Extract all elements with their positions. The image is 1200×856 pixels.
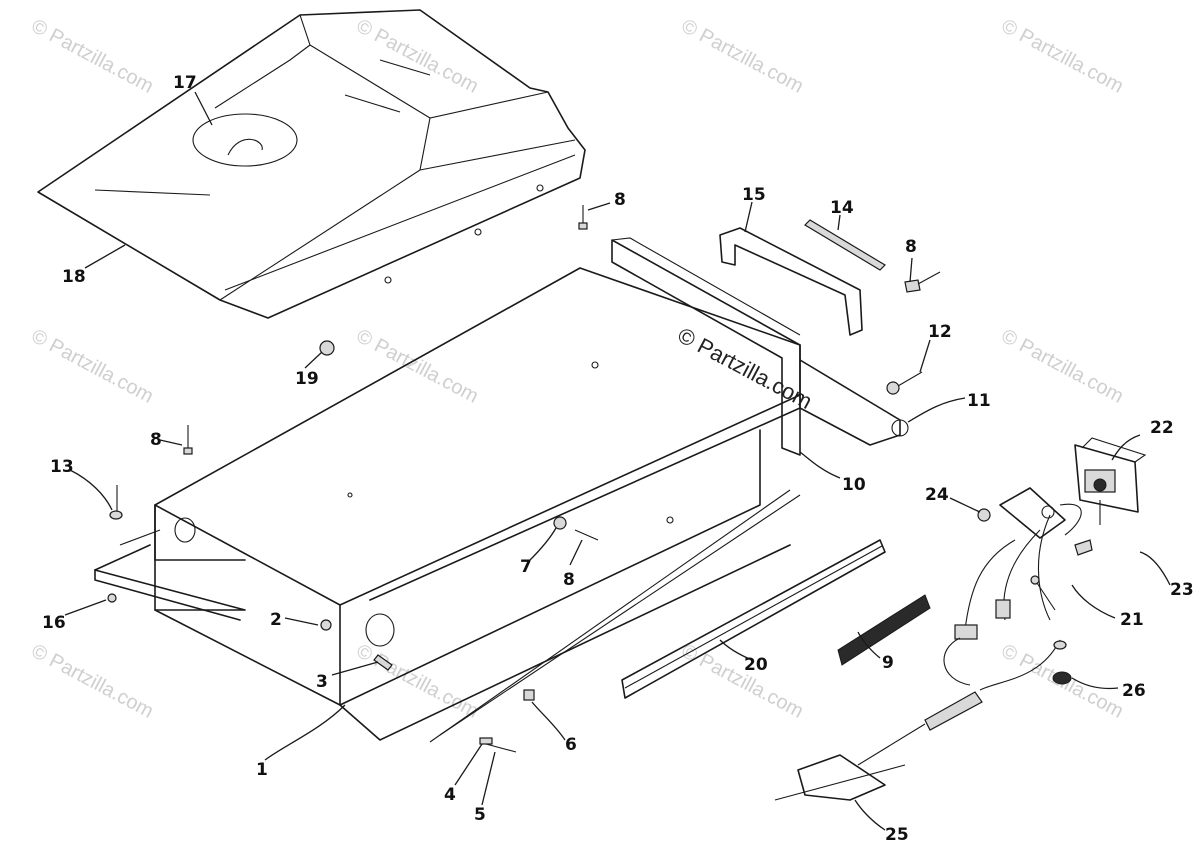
callout-4: 4 (444, 785, 456, 805)
watermark: © Partzilla.com (353, 640, 482, 723)
part-chassis (94, 267, 801, 743)
callout-20: 20 (744, 655, 768, 675)
callout-16: 16 (42, 613, 66, 633)
watermark: © Partzilla.com (28, 15, 157, 98)
watermark: © Partzilla.com (353, 15, 482, 98)
watermark: © Partzilla.com (998, 325, 1127, 408)
callout-8: 8 (614, 190, 626, 210)
callout-1: 1 (256, 760, 268, 780)
callout-5: 5 (474, 805, 486, 825)
callout-25: 25 (885, 825, 909, 845)
part-tail-light (857, 437, 1147, 766)
part-14 (804, 219, 886, 271)
callout-8: 8 (563, 570, 575, 590)
callout-2: 2 (270, 610, 282, 630)
watermark: © Partzilla.com (678, 15, 807, 98)
part-19 (319, 340, 335, 356)
part-20 (621, 539, 886, 699)
callout-15: 15 (742, 185, 766, 205)
watermark-layer: © Partzilla.com © Partzilla.com © Partzi… (28, 15, 1127, 723)
part-25 (774, 754, 906, 801)
callout-26: 26 (1122, 681, 1146, 701)
callout-17: 17 (173, 73, 197, 93)
watermark: © Partzilla.com (28, 640, 157, 723)
callout-23: 23 (1170, 580, 1194, 600)
callout-19: 19 (295, 369, 319, 389)
watermark: © Partzilla.com (998, 15, 1127, 98)
callout-18: 18 (62, 267, 86, 287)
part-11 (799, 359, 909, 446)
fasteners (107, 205, 941, 753)
watermark: © Partzilla.com (353, 325, 482, 408)
callout-12: 12 (928, 322, 952, 342)
part-10 (611, 237, 801, 456)
callout-24: 24 (925, 485, 949, 505)
callout-7: 7 (520, 557, 532, 577)
callout-14: 14 (830, 198, 854, 218)
callout-8: 8 (905, 237, 917, 257)
callouts: 1 2 3 4 5 6 7 8 8 8 8 9 10 11 12 13 14 1… (42, 73, 1194, 845)
part-15 (719, 227, 863, 336)
leader-lines (64, 91, 1171, 831)
callout-22: 22 (1150, 418, 1174, 438)
callout-9: 9 (882, 653, 894, 673)
callout-11: 11 (967, 391, 991, 411)
part-9 (837, 594, 931, 666)
part-seat-cover (37, 9, 586, 319)
watermark: © Partzilla.com (678, 640, 807, 723)
callout-8: 8 (150, 430, 162, 450)
callout-3: 3 (316, 672, 328, 692)
watermark-center: © Partzilla.com (674, 322, 817, 414)
callout-10: 10 (842, 475, 866, 495)
callout-13: 13 (50, 457, 74, 477)
watermark: © Partzilla.com (28, 325, 157, 408)
callout-6: 6 (565, 735, 577, 755)
callout-21: 21 (1120, 610, 1144, 630)
